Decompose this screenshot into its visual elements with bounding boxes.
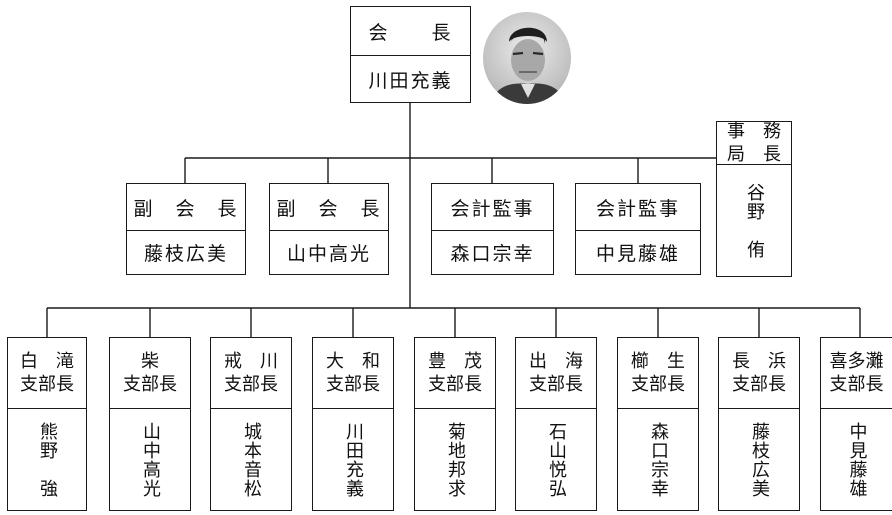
branch-area-4: 大 和 [326, 351, 380, 372]
branch-role-7: 支部長 [631, 374, 685, 395]
branch-area-8: 長 浜 [732, 351, 786, 372]
branch-area-7: 櫛 生 [631, 351, 685, 372]
vice-president-name-1: 藤枝広美 [127, 230, 245, 274]
branch-name-2: 山中高光 [140, 421, 161, 498]
president-name: 川田充義 [351, 55, 470, 102]
branch-box-5: 豊 茂 支部長 菊地邦求 [414, 337, 496, 511]
branch-box-3: 戒 川 支部長 城本音松 [210, 337, 292, 511]
branch-box-6: 出 海 支部長 石山悦弘 [515, 337, 597, 511]
branch-box-2: 柴 支部長 山中高光 [109, 337, 191, 511]
branch-name-6: 石山悦弘 [546, 421, 567, 498]
branch-role-4: 支部長 [326, 374, 380, 395]
secretary-name: 谷野 侑 [744, 182, 765, 259]
branch-area-1: 白 滝 [20, 351, 74, 372]
branch-area-9: 喜多灘 [829, 351, 884, 372]
vice-president-box-1: 副 会 長 藤枝広美 [126, 183, 246, 275]
auditor-box-2: 会計監事 中見藤雄 [575, 183, 701, 275]
auditor-name-2: 中見藤雄 [576, 230, 700, 274]
branch-role-8: 支部長 [732, 374, 786, 395]
auditor-title-2: 会計監事 [595, 197, 680, 220]
branch-name-8: 藤枝広美 [749, 421, 770, 498]
branch-area-2: 柴 [141, 351, 159, 372]
vice-president-title-1: 副 会 長 [133, 197, 239, 220]
branch-box-1: 白 滝 支部長 熊野 強 [7, 337, 87, 511]
auditor-name-1: 森口宗幸 [432, 230, 553, 274]
branch-box-8: 長 浜 支部長 藤枝広美 [718, 337, 800, 511]
branch-box-4: 大 和 支部長 川田充義 [312, 337, 394, 511]
branch-role-6: 支部長 [529, 374, 583, 395]
branch-role-3: 支部長 [224, 374, 278, 395]
branch-name-1: 熊野 強 [37, 421, 58, 498]
president-portrait-photo [483, 12, 571, 104]
branch-role-9: 支部長 [829, 374, 884, 395]
branch-name-3: 城本音松 [241, 421, 262, 498]
secretary-general-box: 事 務 局 長 谷野 侑 [716, 121, 792, 277]
branch-role-1: 支部長 [20, 374, 74, 395]
president-box: 会 長 川田充義 [350, 6, 471, 103]
secretary-title-line1: 事 務 [727, 121, 781, 142]
vice-president-box-2: 副 会 長 山中高光 [269, 183, 389, 275]
branch-name-7: 森口宗幸 [648, 421, 669, 498]
branch-name-4: 川田充義 [343, 421, 364, 498]
president-title: 会 長 [368, 21, 453, 44]
auditor-box-1: 会計監事 森口宗幸 [431, 183, 554, 275]
branch-area-3: 戒 川 [224, 351, 278, 372]
auditor-title-1: 会計監事 [450, 197, 535, 220]
branch-box-9: 喜多灘 支部長 中見藤雄 [820, 337, 892, 511]
branch-area-5: 豊 茂 [428, 351, 482, 372]
branch-box-7: 櫛 生 支部長 森口宗幸 [617, 337, 699, 511]
branch-name-9: 中見藤雄 [846, 421, 868, 498]
branch-role-5: 支部長 [428, 374, 482, 395]
vice-president-name-2: 山中高光 [270, 230, 388, 274]
branch-role-2: 支部長 [123, 374, 177, 395]
branch-area-6: 出 海 [529, 351, 583, 372]
branch-name-5: 菊地邦求 [445, 421, 466, 498]
vice-president-title-2: 副 会 長 [276, 197, 382, 220]
secretary-title-line2: 局 長 [727, 144, 781, 165]
